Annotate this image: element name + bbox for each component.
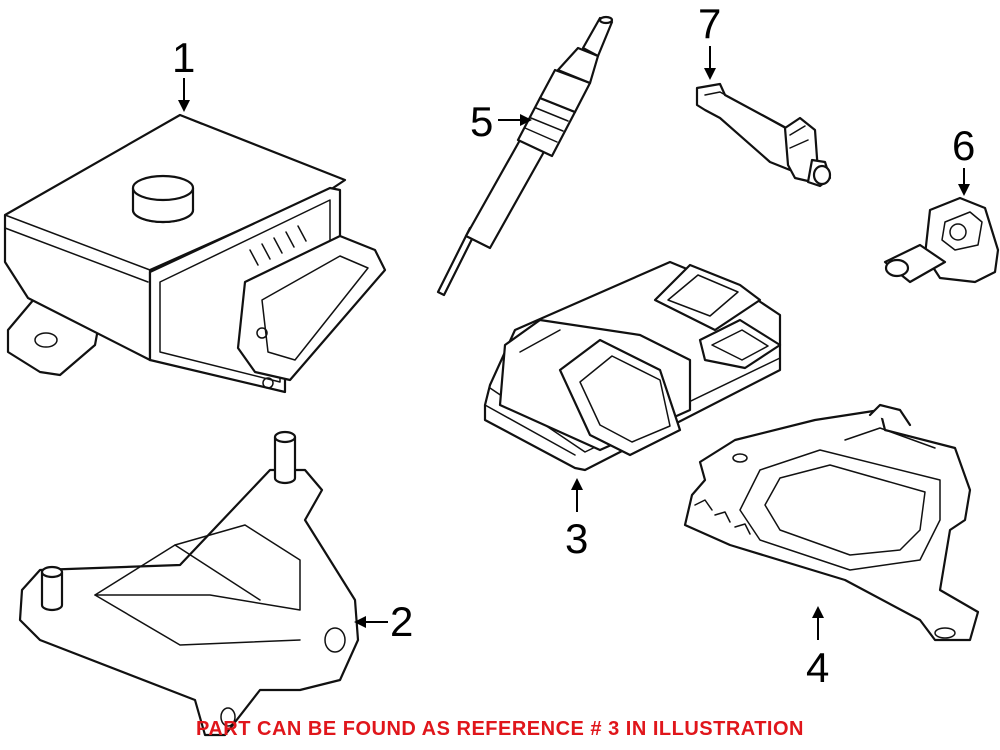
callout-number-1: 1 [172, 34, 195, 81]
footer-note: PART CAN BE FOUND AS REFERENCE # 3 IN IL… [196, 718, 804, 740]
part-2-bracket [18, 430, 360, 737]
callout-number-5: 5 [470, 98, 493, 145]
part-6-sensor [883, 196, 1000, 284]
part-5-glow-plug [436, 15, 614, 297]
callout-number-4: 4 [806, 644, 829, 691]
callout-arrowhead-4 [812, 606, 824, 618]
callout-arrowhead-7 [704, 68, 716, 80]
callout-arrowhead-1 [178, 100, 190, 112]
part-3-ecu-module [483, 260, 782, 472]
callout-arrowhead-6 [958, 184, 970, 196]
callout-3: 3 [565, 478, 588, 562]
callout-7: 7 [698, 0, 721, 80]
callout-arrowhead-3 [571, 478, 583, 490]
callout-6: 6 [952, 122, 975, 196]
callout-arrowhead-5 [520, 114, 532, 126]
callout-number-3: 3 [565, 515, 588, 562]
part-7-sensor-bracket [695, 82, 832, 188]
callout-4: 4 [806, 606, 829, 691]
callout-number-2: 2 [390, 598, 413, 645]
callout-2: 2 [354, 598, 413, 645]
callout-5: 5 [470, 98, 532, 145]
part-4-mounting-tray [683, 403, 980, 642]
callout-number-6: 6 [952, 122, 975, 169]
callout-number-7: 7 [698, 0, 721, 47]
callout-arrowhead-2 [354, 616, 366, 628]
part-1-control-module [3, 113, 387, 394]
callout-1: 1 [172, 34, 195, 112]
